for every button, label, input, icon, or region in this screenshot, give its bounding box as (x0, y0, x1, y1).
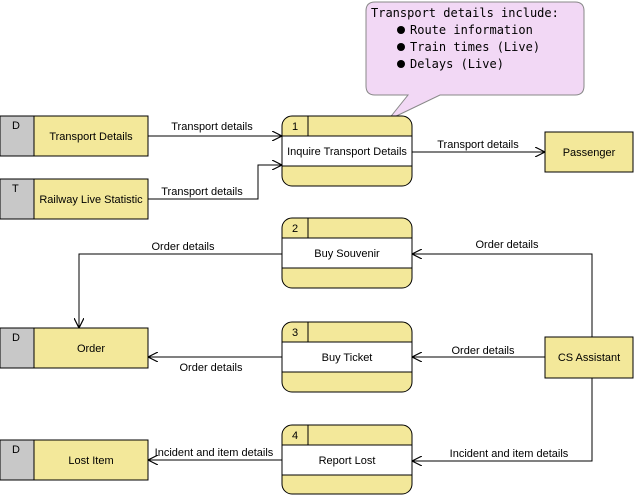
flow-inquire-to-passenger[interactable]: Transport details (412, 139, 545, 152)
flow-cs-to-report-lost[interactable]: Incident and item details (412, 378, 593, 461)
callout-item: Route information (410, 23, 533, 37)
flow-cs-to-buy-ticket[interactable]: Order details (412, 345, 545, 357)
callout-title: Transport details include: (371, 6, 559, 20)
bullet-icon (397, 60, 405, 68)
flow-railway-statistic-to-inquire[interactable]: Transport details (148, 165, 282, 200)
flow-transport-details-to-inquire[interactable]: Transport details (148, 121, 282, 136)
flow-label: Order details (180, 362, 243, 374)
process-label: Report Lost (319, 455, 376, 467)
entity-label: Passenger (563, 147, 616, 159)
store-label: Railway Live Statistic (39, 194, 143, 206)
flow-label: Transport details (437, 139, 519, 151)
entity-passenger[interactable]: Passenger (544, 131, 634, 173)
process-number: 3 (292, 327, 298, 339)
entity-cs-assistant[interactable]: CS Assistant (544, 336, 634, 379)
store-label: Lost Item (68, 455, 113, 467)
data-store-order[interactable]: D Order (0, 327, 149, 369)
store-id: D (12, 120, 20, 132)
flow-label: Transport details (161, 186, 243, 198)
process-number: 4 (292, 430, 298, 442)
flow-report-lost-to-lost-item[interactable]: Incident and item details (148, 447, 282, 460)
flow-cs-to-buy-souvenir[interactable]: Order details (412, 239, 593, 337)
process-report-lost[interactable]: 4 Report Lost (281, 424, 413, 495)
flow-label: Order details (452, 345, 515, 357)
flow-buy-souvenir-to-order[interactable]: Order details (79, 241, 282, 328)
process-label: Buy Ticket (322, 352, 373, 364)
process-buy-souvenir[interactable]: 2 Buy Souvenir (281, 217, 413, 289)
process-buy-ticket[interactable]: 3 Buy Ticket (281, 321, 413, 393)
store-label: Order (77, 343, 105, 355)
data-store-transport-details[interactable]: D Transport Details (0, 115, 149, 157)
callout-item: Delays (Live) (410, 57, 504, 71)
store-id: T (12, 183, 19, 195)
data-store-railway-live-statistic[interactable]: T Railway Live Statistic (0, 178, 149, 220)
process-number: 1 (292, 121, 298, 133)
data-store-lost-item[interactable]: D Lost Item (0, 439, 149, 481)
bullet-icon (397, 26, 405, 34)
store-id: D (12, 444, 20, 456)
bullet-icon (397, 43, 405, 51)
flow-label: Transport details (171, 121, 253, 133)
flow-label: Incident and item details (155, 447, 274, 459)
flow-label: Incident and item details (450, 448, 569, 460)
process-label: Inquire Transport Details (287, 146, 407, 158)
process-inquire-transport-details[interactable]: 1 Inquire Transport Details (281, 115, 413, 187)
flow-label: Order details (152, 241, 215, 253)
callout-item: Train times (Live) (410, 40, 540, 54)
entity-label: CS Assistant (558, 352, 620, 364)
flow-label: Order details (476, 239, 539, 251)
process-label: Buy Souvenir (314, 248, 380, 260)
store-id: D (12, 332, 20, 344)
store-label: Transport Details (49, 131, 133, 143)
flow-buy-ticket-to-order[interactable]: Order details (148, 357, 282, 374)
process-number: 2 (292, 223, 298, 235)
callout-note: Transport details include: Route informa… (365, 1, 585, 121)
